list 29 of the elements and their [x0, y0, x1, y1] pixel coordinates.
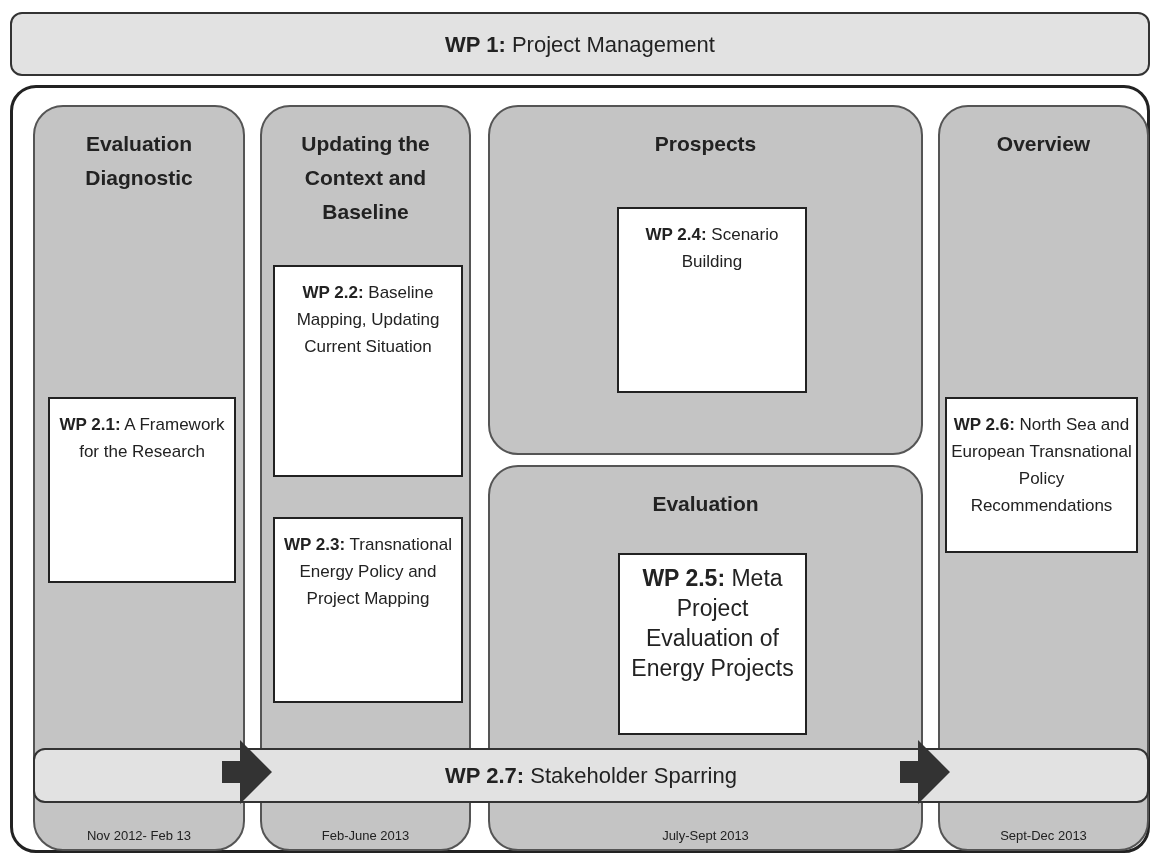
phase-heading: Evaluation [651, 491, 760, 517]
phase-heading: Overview [995, 131, 1092, 157]
phase-panel [33, 105, 245, 851]
work-package-text: WP 2.3: Transnational Energy Policy and Project Mapping [283, 534, 453, 610]
work-package-text: WP 2.5: Meta Project Evaluation of Energy Projects [630, 564, 795, 683]
band-title: WP 1: Project Management [445, 30, 715, 59]
frame-box [10, 85, 1150, 853]
phase-panel [938, 105, 1149, 851]
phase-heading: Prospects [653, 131, 758, 157]
work-package-text: WP 2.4: Scenario Building [644, 224, 780, 273]
band-title: WP 2.7: Stakeholder Sparring [445, 762, 737, 790]
work-package-box [48, 397, 236, 583]
work-package-text: WP 2.6: North Sea and European Transnational Policy Recommendations [951, 414, 1132, 517]
work-package-text: WP 2.2: Baseline Mapping, Updating Current Situation [295, 282, 441, 358]
work-package-band [10, 12, 1150, 76]
work-package-box [618, 553, 807, 735]
phase-heading: Updating the Context and Baseline [300, 131, 431, 225]
work-package-box [273, 265, 463, 477]
work-package-box [273, 517, 463, 703]
phase-heading: Evaluation Diagnostic [84, 131, 194, 191]
work-package-text: WP 2.1: A Framework for the Research [58, 414, 226, 463]
date-label: Nov 2012- Feb 13 [85, 826, 193, 845]
work-package-box [617, 207, 807, 393]
date-label: Feb-June 2013 [320, 826, 411, 845]
phase-panel [488, 105, 923, 455]
work-package-box [945, 397, 1138, 553]
work-package-band [33, 748, 1149, 803]
date-label: Sept-Dec 2013 [999, 826, 1088, 845]
date-label: July-Sept 2013 [661, 826, 750, 845]
